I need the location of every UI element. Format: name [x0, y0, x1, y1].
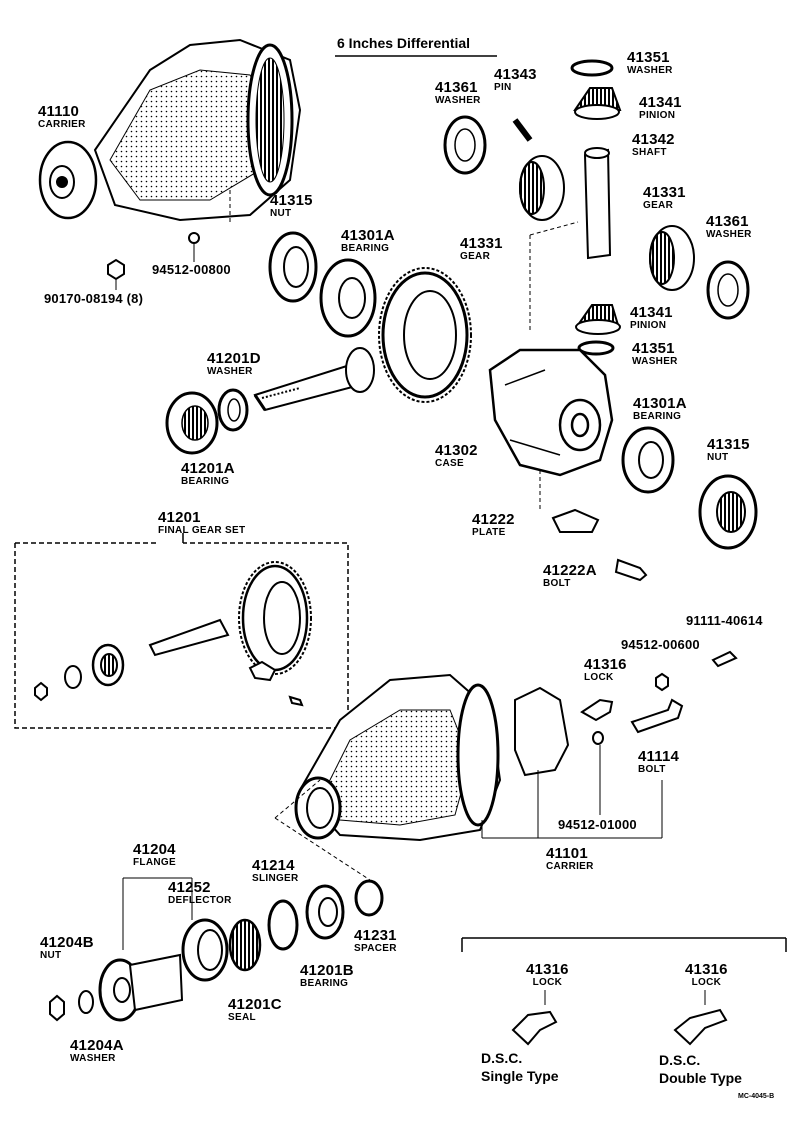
- label-94512-00800: 94512-00800: [152, 262, 231, 277]
- ring-gear-drawing: [378, 267, 472, 403]
- label-94512-00600: 94512-00600: [621, 637, 700, 652]
- label-90170-08194: 90170-08194 (8): [44, 291, 144, 306]
- diagram-title: 6 Inches Differential: [337, 35, 471, 51]
- final-gear-set-drawing: [34, 561, 312, 707]
- carrier-41101-drawing: [294, 673, 502, 842]
- label-91111-40614: 91111-40614: [686, 613, 763, 628]
- carrier-41110-drawing: [38, 38, 302, 222]
- drive-pinion-drawing: [253, 347, 375, 412]
- bearing-41301a-drawing: [319, 258, 377, 338]
- variant-double-type: D.S.C.Double Type: [659, 1052, 742, 1086]
- variant-single-type: D.S.C.Single Type: [481, 1050, 559, 1084]
- nut-41315-drawing: [268, 231, 318, 303]
- case-41302-drawing: [488, 348, 614, 477]
- label-94512-01000: 94512-01000: [558, 817, 637, 832]
- diagram-code: MC-4045-B: [738, 1093, 775, 1100]
